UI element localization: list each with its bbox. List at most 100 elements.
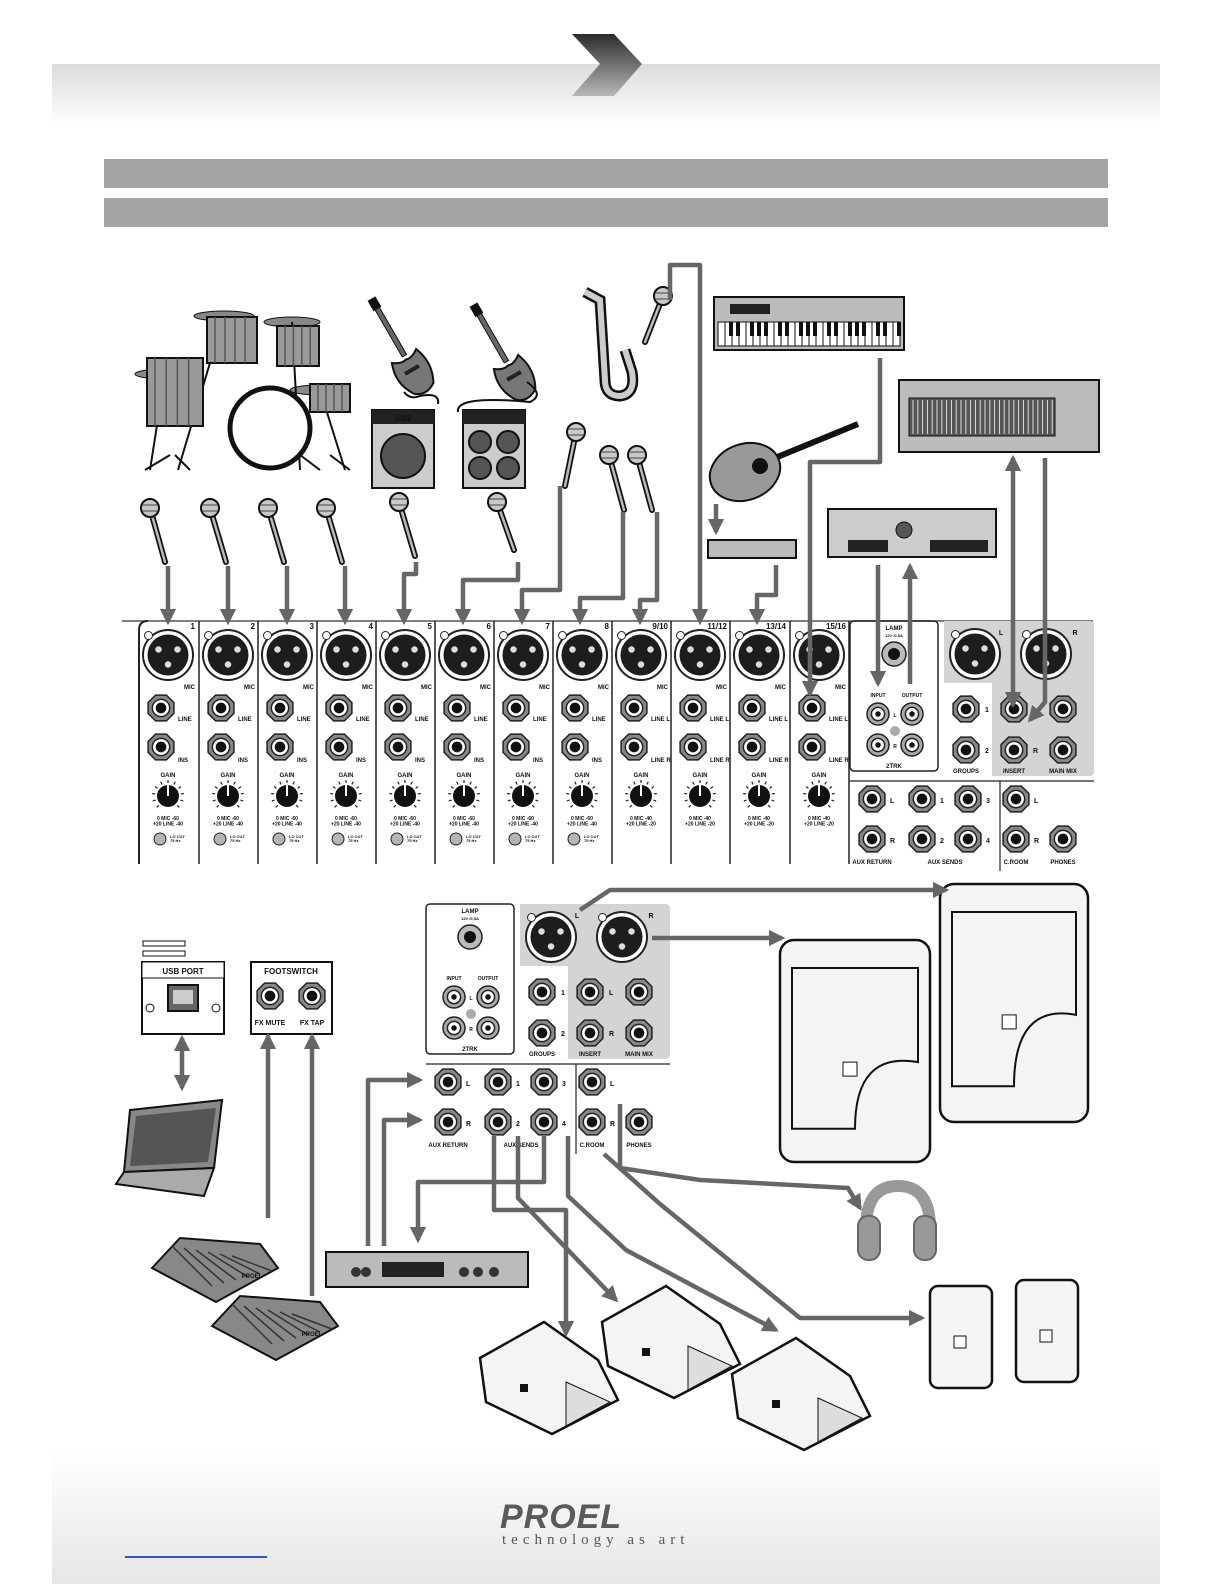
main-mix-l-jack xyxy=(1049,695,1077,723)
channel-number: 2 xyxy=(251,622,256,631)
aux-send-1-jack xyxy=(484,1068,512,1096)
rca-output-r xyxy=(476,1016,500,1040)
rack-equalizer-icon xyxy=(898,379,1100,453)
aux-return-r-jack xyxy=(858,825,886,853)
insert-r-jack xyxy=(576,1019,604,1047)
groups-label: GROUPS xyxy=(529,1052,555,1058)
gain-knob xyxy=(271,780,303,808)
rca-output-l xyxy=(476,985,500,1009)
bass-drum xyxy=(227,385,313,471)
main-out-cable xyxy=(578,881,950,912)
ins-label: LINE R xyxy=(651,758,671,764)
rca-input-l xyxy=(442,985,466,1009)
insert-r-label: R xyxy=(609,1031,614,1038)
gain-knob xyxy=(803,780,835,808)
monitor-wedge-icon xyxy=(730,1336,872,1452)
mic-input-xlr xyxy=(142,629,194,681)
mic-label: MIC xyxy=(303,685,315,691)
line-label: LINE xyxy=(474,717,488,723)
gain-label: GAIN xyxy=(221,773,236,779)
gain-knob xyxy=(212,780,244,808)
di-box-icon xyxy=(707,539,797,559)
gain-label: GAIN xyxy=(398,773,413,779)
gain-knob xyxy=(330,780,362,808)
two-trk-label: 2TRK xyxy=(886,764,902,770)
mic-label: MIC xyxy=(835,685,847,691)
gain-scale: 0 MIC -60+20 LINE -40 xyxy=(508,816,538,827)
signal-cables xyxy=(159,262,1048,1338)
insert-l-jack xyxy=(576,978,604,1006)
ins-label: INS xyxy=(415,758,425,764)
insert-return-cable xyxy=(1027,458,1048,723)
tom-drum xyxy=(276,325,320,367)
bass-amp-icon: SM2 xyxy=(371,409,435,489)
group-1-label: 1 xyxy=(985,707,989,714)
two-trk-panel xyxy=(849,620,939,772)
mic-input-xlr xyxy=(674,629,726,681)
title-bar-2 xyxy=(104,198,1108,227)
line-label: LINE xyxy=(415,717,429,723)
footer-brand: PROEL xyxy=(500,1498,623,1536)
mic-label: MIC xyxy=(716,685,728,691)
microphone-icon xyxy=(599,445,627,513)
footer-band xyxy=(52,1450,1160,1584)
fx-tap-jack xyxy=(298,982,326,1010)
microphone-icon xyxy=(389,492,418,559)
aux-send-3-label: 3 xyxy=(562,1081,566,1088)
lo-cut-button xyxy=(449,832,463,846)
main-r-label: R xyxy=(1072,630,1077,637)
keyboard-synth-icon xyxy=(713,296,905,351)
aux-return-r-label: R xyxy=(466,1121,471,1128)
usb-mark xyxy=(142,940,186,947)
bass-guitar-icon xyxy=(367,296,435,396)
insert-jack xyxy=(266,733,294,761)
rca-l-label: L xyxy=(893,713,896,719)
mic-input-xlr xyxy=(615,629,667,681)
mic-input-xlr xyxy=(202,629,254,681)
insert-r-label: R xyxy=(1033,748,1038,755)
gain-scale: 0 MIC -60+20 LINE -40 xyxy=(331,816,361,827)
gain-scale: 0 MIC -60+20 LINE -40 xyxy=(567,816,597,827)
aux-sends-label: AUX SENDS xyxy=(503,1143,538,1149)
aux-send-4-jack xyxy=(530,1108,558,1136)
keyboard-cable xyxy=(801,358,883,698)
line-label: LINE xyxy=(178,717,192,723)
line-label: LINE xyxy=(238,717,252,723)
c-room-l-jack xyxy=(1002,785,1030,813)
main-mix-label: MAIN MIX xyxy=(1049,769,1077,775)
laptop-icon xyxy=(114,1098,224,1198)
aux-return-l-jack xyxy=(434,1068,462,1096)
insert-r-jack xyxy=(1000,736,1028,764)
rca-output-r xyxy=(900,733,924,757)
led xyxy=(890,726,900,736)
mic-label: MIC xyxy=(362,685,374,691)
line-input-jack xyxy=(679,694,707,722)
aux-return-l-jack xyxy=(858,785,886,813)
instruments: SM2 xyxy=(134,286,1100,565)
phones-label: PHONES xyxy=(1050,860,1075,866)
aux-return-r-jack xyxy=(434,1108,462,1136)
group-2-jack xyxy=(952,736,980,764)
main-mix-l-jack xyxy=(625,978,653,1006)
gain-knob xyxy=(448,780,480,808)
ins-label: LINE R xyxy=(769,758,789,764)
aux-send-1-label: 1 xyxy=(940,798,944,805)
insert-jack xyxy=(502,733,530,761)
small-speaker-icon xyxy=(928,1284,994,1390)
mic-label: MIC xyxy=(421,685,433,691)
footer-link xyxy=(125,1556,267,1558)
gain-label: GAIN xyxy=(339,773,354,779)
